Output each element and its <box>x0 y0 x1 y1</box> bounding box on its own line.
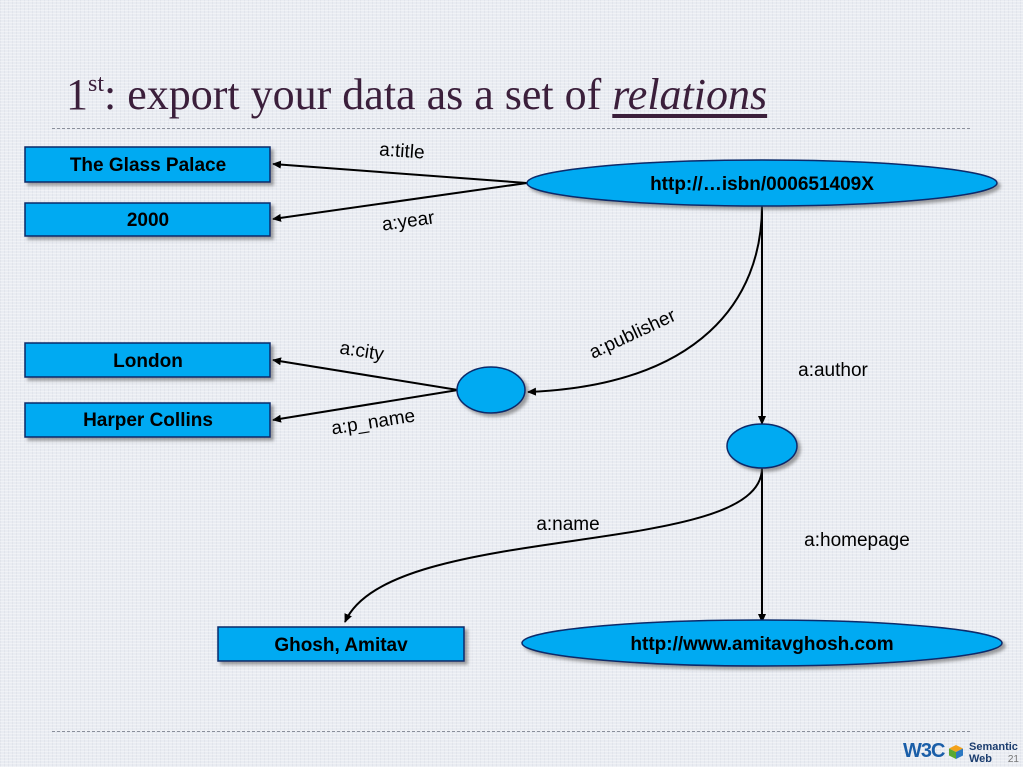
edge-p-name <box>272 389 459 423</box>
resource-book-uri <box>526 159 998 207</box>
book-uri-label: http://…isbn/000651409X <box>650 174 874 195</box>
author-name-value-label: Ghosh, Amitav <box>274 635 408 656</box>
literal-box-year <box>24 202 271 237</box>
literal-box-city <box>24 342 271 378</box>
top-divider <box>52 128 970 129</box>
edge-label-p-name: a:p_name <box>330 406 417 440</box>
page-number: 21 <box>1007 754 1019 765</box>
resource-homepage <box>521 619 1003 667</box>
literal-box-publisher-name <box>24 402 271 438</box>
title-emphasis: relations <box>612 70 768 119</box>
edge-label-publisher: a:publisher <box>586 305 680 364</box>
semantic-word: Semantic <box>969 741 1018 753</box>
edge-label-title: a:title <box>379 139 426 163</box>
bottom-divider <box>52 731 970 732</box>
edge-label-homepage: a:homepage <box>804 530 910 551</box>
title-ordinal: 1 <box>66 70 88 119</box>
title-ordinal-suffix: st <box>88 71 105 97</box>
year-value-label: 2000 <box>127 210 169 231</box>
blank-node-publisher <box>456 366 526 414</box>
edge-title <box>272 160 528 184</box>
city-value-label: London <box>113 351 183 372</box>
edge-city <box>272 357 459 391</box>
slide-title: 1st: export your data as a set of relati… <box>66 72 767 117</box>
publisher-name-value-label: Harper Collins <box>83 410 213 431</box>
title-value-label: The Glass Palace <box>70 155 226 176</box>
edge-name <box>344 467 763 623</box>
edge-label-author: a:author <box>798 360 868 381</box>
edge-publisher <box>527 205 763 396</box>
blank-node-author <box>726 423 798 469</box>
edge-year <box>272 182 528 222</box>
edge-label-name: a:name <box>536 514 599 535</box>
semantic-web-cube-icon <box>949 745 963 759</box>
literal-box-author-name <box>217 626 465 662</box>
w3c-logo-text: W3C <box>903 740 945 762</box>
web-word: Web <box>969 753 993 765</box>
title-text: : export your data as a set of <box>104 70 613 119</box>
edge-label-city: a:city <box>338 338 386 366</box>
edge-label-year: a:year <box>381 207 437 235</box>
homepage-uri-label: http://www.amitavghosh.com <box>630 634 893 655</box>
literal-box-title <box>24 146 271 183</box>
